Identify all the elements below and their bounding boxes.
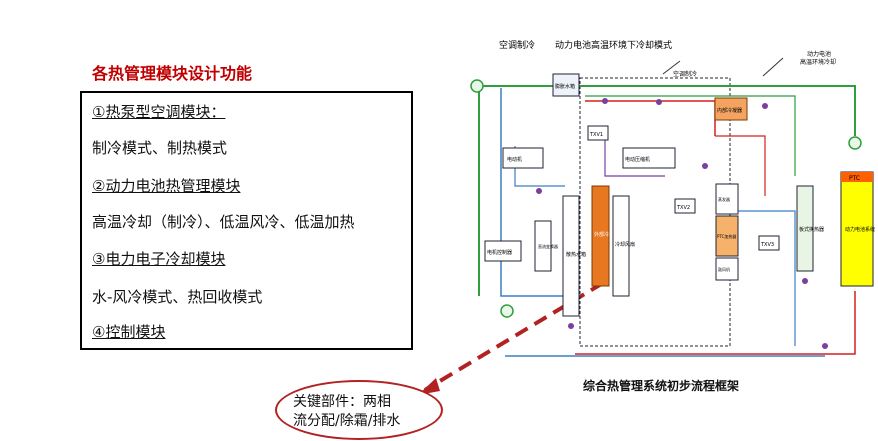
node-4 [702, 163, 708, 169]
chiller-label: 板式换热器 [799, 226, 824, 233]
blower-label: 鼓风机 [718, 266, 730, 272]
diagram-header-right-1: 动力电池 [807, 50, 831, 58]
ac-cooling-region [579, 77, 731, 347]
diagram-header-mode: 动力电池高温环境下冷却模式 [555, 39, 672, 51]
node-2 [656, 99, 662, 105]
node-8 [822, 343, 828, 349]
heater-box [715, 215, 739, 257]
txv1-label: TXV1 [589, 132, 603, 138]
green-pipe-top [478, 85, 856, 296]
outdoor-condenser [591, 185, 610, 287]
red-pipe-right [715, 135, 766, 196]
dcdc-label: 直流变换器 [538, 243, 558, 249]
txv1-box [587, 125, 609, 141]
dcdc-box [534, 220, 552, 272]
cooling-fan-box [612, 195, 630, 297]
battery-ptc-label: PTC [849, 175, 860, 182]
indoor-condenser [714, 97, 748, 121]
header-slash-1 [662, 60, 681, 75]
node-5 [568, 323, 574, 329]
module-list-box: ①热泵型空调模块： 制冷模式、制热模式 ②动力电池热管理模块 高温冷却（制冷）、… [80, 91, 413, 350]
compressor-box [622, 147, 676, 169]
water-tank [552, 73, 580, 97]
battery-box [840, 171, 874, 287]
motor-label: 电动机 [507, 156, 522, 163]
node-7 [762, 103, 768, 109]
module-1-heading: ①热泵型空调模块： [92, 103, 226, 121]
module-1-description: 制冷模式、制热模式 [92, 139, 228, 157]
radiator-label: 散热水箱 [566, 251, 586, 258]
evaporator-label: 蒸发器 [718, 196, 730, 202]
module-3-heading: ③电力电子冷却模块 [92, 250, 226, 268]
cooling-fan-label: 冷却风扇 [615, 241, 635, 248]
txv3-label: TXV3 [760, 242, 774, 248]
module-3-description: 水-风冷模式、热回收模式 [92, 288, 263, 306]
indoor-condenser-label: 内部冷凝器 [717, 107, 742, 114]
section-title: 各热管理模块设计功能 [92, 64, 253, 83]
module-4-heading: ④控制模块 [92, 323, 166, 341]
txv2-box [674, 198, 696, 214]
motor-controller-label: 电机控制器 [487, 249, 512, 256]
flow-diagram: 空调制冷 动力电池高温环境下冷却模式 动力电池 高温环境冷却 空调制冷 膨胀水箱… [470, 39, 875, 357]
pump-left-bottom [500, 304, 514, 318]
pump-left-top [470, 79, 484, 93]
txv3-box [758, 235, 780, 251]
battery-label: 动力电池系统 [845, 226, 875, 233]
callout-line-1: 关键部件：两相 [293, 394, 391, 410]
ac-cooling-label: 空调制冷 [673, 70, 697, 78]
compressor-label: 电动压缩机 [625, 156, 650, 163]
diagram-header-right-2: 高温环境冷却 [800, 58, 836, 66]
green-pipe-inner [585, 95, 796, 176]
callout-ellipse: 关键部件：两相 流分配/除霜/排水 [275, 380, 443, 440]
pump-right [848, 136, 862, 150]
diagram-header-ac: 空调制冷 [499, 39, 535, 51]
water-tank-label: 膨胀水箱 [555, 83, 575, 90]
node-1 [602, 98, 608, 104]
diagram-caption: 综合热管理系统初步流程框架 [583, 379, 740, 393]
node-6 [802, 278, 808, 284]
battery-ptc-band [841, 172, 873, 182]
motor-controller-box [484, 240, 522, 262]
chiller-box [796, 185, 814, 272]
heater-label: PTC加热器 [717, 233, 736, 239]
blower-box [715, 257, 739, 281]
radiator-box [562, 195, 580, 317]
evaporator-box [715, 183, 739, 215]
motor-box [502, 147, 544, 169]
callout-line-2: 流分配/除霜/排水 [293, 413, 401, 429]
module-2-description: 高温冷却（制冷）、低温风冷、低温加热 [92, 213, 355, 231]
module-2-heading: ②动力电池热管理模块 [92, 177, 241, 195]
purple-pipe [604, 126, 665, 177]
header-slash-2 [762, 57, 784, 77]
blue-pipe-left [500, 88, 580, 297]
txv2-label: TXV2 [676, 205, 690, 211]
blue-pipe-right [735, 210, 796, 346]
red-pipe-bottom [575, 291, 856, 355]
node-3 [536, 188, 542, 194]
outdoor-condenser-label: 外部冷凝器 [594, 231, 619, 238]
